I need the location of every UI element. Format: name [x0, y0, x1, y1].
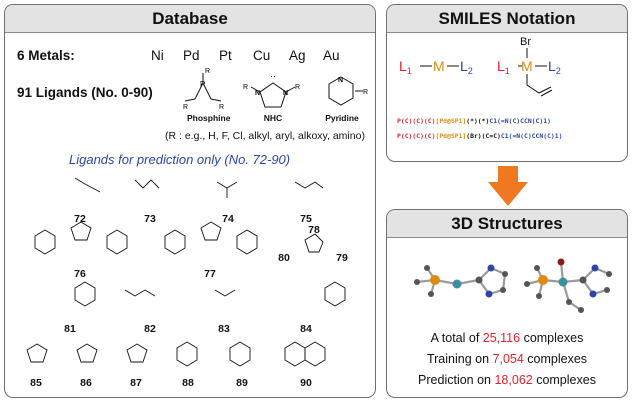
- svg-text:N: N: [338, 77, 343, 84]
- ligand-type-pyridine: Pyridine: [325, 113, 359, 123]
- metal-1: Pd: [183, 48, 200, 63]
- stat-prediction: Prediction on 18,062 complexes: [418, 373, 596, 387]
- phosphine-structure: [184, 73, 222, 102]
- structures-3d-panel: 3D Structures: [386, 209, 628, 398]
- ligand-type-phosphine: Phosphine: [187, 113, 231, 123]
- scheme1-m: M: [433, 58, 445, 74]
- nhc-structure: [250, 82, 296, 108]
- pyridine-structure: [328, 76, 363, 106]
- metals-label: 6 Metals:: [17, 48, 75, 63]
- structure-number-72: 72: [74, 213, 86, 225]
- ligand-structures-drawing: [26, 177, 346, 367]
- prediction-only-label: Ligands for prediction only (No. 72-90): [69, 152, 291, 167]
- svg-text:R: R: [183, 104, 188, 111]
- smiles-line-1: P(C)(C)(C)[Pd@SP1](*)(*)C1(=N(C)CCN(C)1): [397, 117, 551, 125]
- structure-number-80: 80: [278, 252, 290, 264]
- structure-number-77: 77: [204, 268, 216, 280]
- structure-number-79: 79: [336, 252, 348, 264]
- structure-number-84: 84: [300, 323, 312, 335]
- structure-number-78: 78: [308, 224, 320, 236]
- svg-text:R: R: [363, 89, 368, 96]
- structure-number-90: 90: [300, 377, 312, 389]
- stat-training: Training on 7,054 complexes: [426, 352, 588, 366]
- ligands-label: 91 Ligands (No. 0-90): [17, 85, 153, 100]
- svg-text:N: N: [283, 90, 288, 97]
- r-group-note: (R : e.g., H, F, Cl, alkyl, aryl, alkoxy…: [165, 130, 365, 142]
- stat-total: A total of 25,116 complexes: [430, 331, 584, 345]
- svg-text:N: N: [255, 90, 260, 97]
- metal-3: Cu: [253, 48, 271, 63]
- metal-5: Au: [323, 48, 340, 63]
- smiles-line-2: P(C)(C)(C)[Pd@SP1](Br)(C=C)C1(=N(C)CCN(C…: [397, 132, 563, 140]
- smiles-scheme: L1 M L2 Br L1 M L2: [399, 36, 561, 97]
- metal-0: Ni: [151, 48, 164, 63]
- scheme2-l1: L1: [497, 58, 510, 76]
- ligand-type-nhc: NHC: [263, 113, 283, 123]
- structure-number-89: 89: [236, 377, 248, 389]
- metal-4: Ag: [289, 48, 306, 63]
- structure-number-85: 85: [30, 377, 42, 389]
- structure-number-88: 88: [182, 377, 194, 389]
- structure-number-81: 81: [64, 323, 76, 335]
- structure-number-82: 82: [144, 323, 156, 335]
- svg-text:··: ··: [270, 71, 276, 81]
- structure-number-86: 86: [80, 377, 92, 389]
- scheme1-l1: L1: [399, 58, 412, 76]
- scheme2-l2: L2: [548, 58, 561, 76]
- svg-text:P: P: [200, 80, 205, 89]
- structure-number-87: 87: [130, 377, 142, 389]
- structure-number-83: 83: [218, 323, 230, 335]
- svg-text:R: R: [205, 68, 210, 75]
- smiles-panel: SMILES Notation L1 M L2 Br L1 M L2 P(C)(…: [386, 4, 628, 162]
- svg-text:R: R: [295, 84, 300, 91]
- database-panel: Database 6 Metals: Ni Pd Pt Cu Ag Au 91 …: [4, 4, 376, 398]
- structure-number-76: 76: [74, 268, 86, 280]
- smiles-title: SMILES Notation: [387, 5, 627, 33]
- structure-number-75: 75: [300, 213, 312, 225]
- structure-number-73: 73: [144, 213, 156, 225]
- scheme2-m: M: [521, 58, 533, 74]
- structure-number-74: 74: [222, 213, 234, 225]
- molecule-renderings: [414, 258, 612, 313]
- scheme1-l2: L2: [460, 58, 473, 76]
- svg-text:R: R: [219, 104, 224, 111]
- down-arrow-icon: [488, 166, 528, 206]
- database-title: Database: [5, 5, 375, 33]
- structures-3d-title: 3D Structures: [387, 210, 627, 238]
- svg-text:R: R: [243, 84, 248, 91]
- metal-2: Pt: [219, 48, 232, 63]
- scheme2-br: Br: [520, 36, 531, 48]
